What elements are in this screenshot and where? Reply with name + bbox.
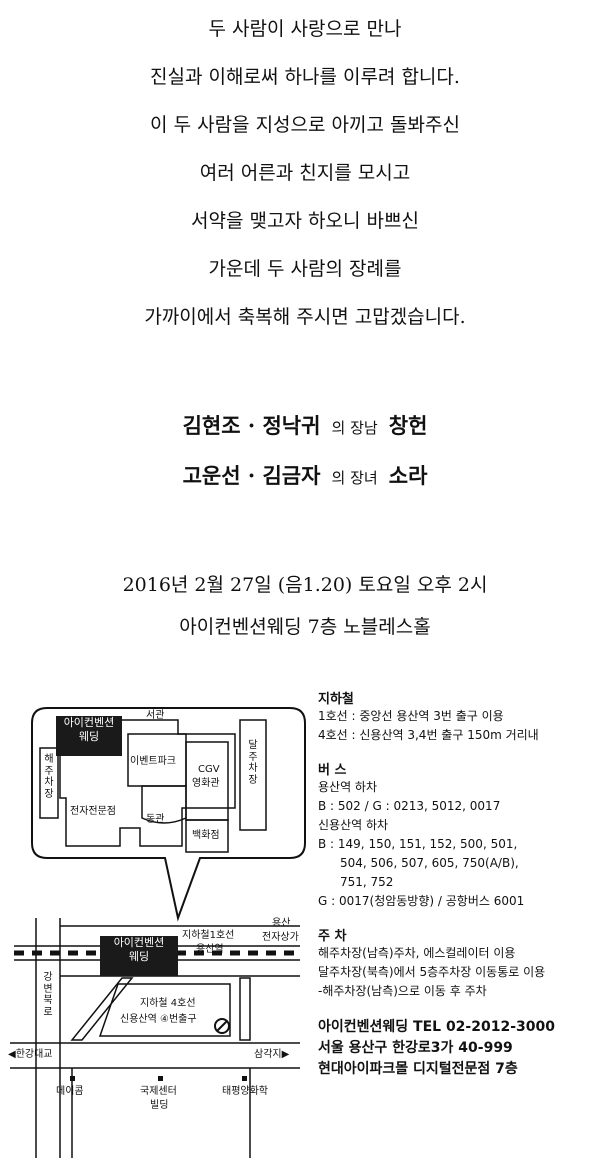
wedding-datetime: 2016년 2월 27일 (음1.20) 토요일 오후 2시	[122, 574, 488, 596]
parking-line: -해주차장(남측)으로 이동 후 주차	[318, 984, 487, 998]
bride-parents: 고운선 · 김금자	[182, 463, 321, 488]
groom-relation: 의 장남	[331, 419, 378, 437]
invitation-line: 여러 어른과 친지를 모시고	[199, 162, 411, 184]
bus-line: B : 149, 150, 151, 152, 500, 501,	[318, 837, 518, 851]
west-gate-label: 서관	[146, 710, 165, 721]
east-gate-label: 동관	[146, 814, 165, 825]
cgv-label: CGV	[198, 764, 220, 775]
bus-line: B : 502 / G : 0213, 5012, 0017	[318, 799, 501, 813]
bride-relation: 의 장녀	[331, 469, 378, 487]
contact-line: 아이컨벤션웨딩 TEL 02-2012-3000	[318, 1019, 555, 1035]
subway-line-2: 4호선 : 신용산역 3,4번 출구 150m 거리내	[318, 728, 539, 742]
venue-logo-mid: 아이컨벤션 웨딩	[100, 936, 178, 976]
parking-line: 해주차장(남측)주차, 에스컬레이터 이용	[318, 946, 516, 960]
samgakji-label: 삼각지▶	[254, 1049, 290, 1060]
subway-line-1: 1호선 : 중앙선 용산역 3번 출구 이용	[318, 709, 504, 723]
bus-line: 504, 506, 507, 605, 750(A/B),	[340, 856, 519, 870]
hangang-bridge-label: ◀한강대교	[8, 1049, 53, 1060]
invitation-line: 진실과 이해로써 하나를 이루려 합니다.	[150, 66, 460, 88]
yongsan-elec-label-1: 용산	[272, 918, 291, 929]
cinema-label: 영화관	[192, 778, 220, 789]
dalju-parking-label: 달주차장	[248, 740, 258, 786]
subway-title: 지하철	[318, 692, 354, 707]
map-drawing	[10, 707, 306, 1158]
invitation-line: 두 사람이 사랑으로 만나	[208, 18, 402, 40]
intl-center-label-1: 국제센터	[140, 1086, 177, 1097]
dept-store-label: 백화점	[192, 830, 220, 841]
yongsan-elec-label-2: 전자상가	[262, 932, 299, 943]
groom-line: 김현조 · 정낙귀 의 장남 창헌	[0, 410, 610, 440]
yongsan-station-label: 용산역	[196, 944, 224, 955]
daeicom-label: 데이콤	[56, 1086, 84, 1097]
parking-title: 주 차	[318, 929, 347, 944]
wedding-venue: 아이컨벤션웨딩 7층 노블레스홀	[179, 616, 431, 638]
bus-line: 751, 752	[340, 875, 394, 889]
bus-line: 용산역 하차	[318, 780, 378, 794]
intl-center-label-2: 빌딩	[150, 1100, 169, 1111]
directions-info: 지하철 1호선 : 중앙선 용산역 3번 출구 이용 4호선 : 신용산역 3,…	[318, 688, 608, 1080]
invitation-line: 서약을 맺고자 하오니 바쁘신	[191, 210, 419, 232]
location-map: 아이컨벤션 웨딩 아이컨벤션 웨딩 서관 동관 해주차장 달주차장 이벤트파크 …	[0, 678, 312, 1174]
bus-line: 신용산역 하차	[318, 818, 389, 832]
sinyongsan-exit-label: 신용산역 ④번출구	[120, 1014, 197, 1025]
event-park-label: 이벤트파크	[130, 756, 176, 767]
groom-name: 창헌	[388, 413, 428, 438]
bus-line: G : 0017(청암동방향) / 공항버스 6001	[318, 894, 525, 908]
subway-line4-label: 지하철 4호선	[140, 998, 196, 1009]
electronics-label: 전자전문점	[70, 806, 116, 817]
contact-line: 서울 용산구 한강로3가 40-999	[318, 1040, 513, 1056]
haeju-parking-label: 해주차장	[44, 754, 54, 800]
taepyeong-label: 태평양화학	[222, 1086, 268, 1097]
bride-name: 소라	[388, 463, 428, 488]
bus-title: 버 스	[318, 763, 347, 778]
invitation-line: 가운데 두 사람의 장례를	[208, 258, 402, 280]
parking-line: 달주차장(북측)에서 5층주차장 이동통로 이용	[318, 965, 546, 979]
bride-line: 고운선 · 김금자 의 장녀 소라	[0, 460, 610, 490]
venue-logo-top: 아이컨벤션 웨딩	[56, 716, 122, 756]
groom-parents: 김현조 · 정낙귀	[182, 413, 321, 438]
gangbyeon-road-label: 강변북로	[43, 972, 53, 1018]
invitation-line: 이 두 사람을 지성으로 아끼고 돌봐주신	[150, 114, 460, 136]
contact-line: 현대아이파크몰 디지털전문점 7층	[318, 1061, 518, 1077]
invitation-line: 가까이에서 축복해 주시면 고맙겠습니다.	[144, 306, 466, 328]
subway-line1-label: 지하철1호선	[182, 930, 235, 941]
